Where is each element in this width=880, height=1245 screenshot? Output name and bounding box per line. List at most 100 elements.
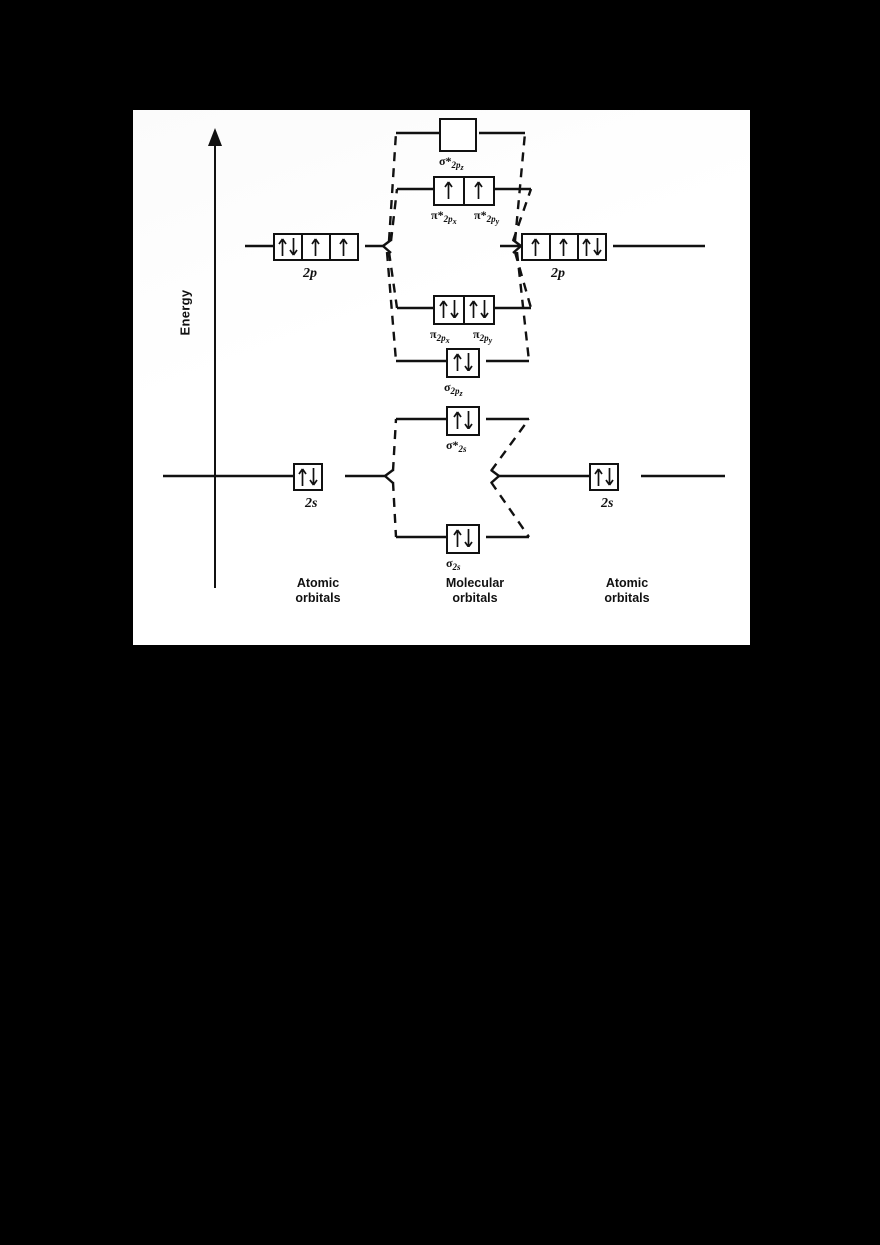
sigma-star-2s-symbol: σ* — [446, 438, 459, 452]
right-2s-orbital-boxes[interactable] — [589, 463, 619, 491]
sigma-2s-sub: 2s — [452, 562, 461, 572]
corr-left2p-pi — [387, 251, 399, 309]
pi-star-2px-sub: 2p — [443, 214, 453, 224]
corr-right2s-sigma2s — [490, 481, 530, 538]
right-2s-cell-1[interactable] — [591, 465, 617, 489]
corr-left2s-sigma2s — [391, 481, 398, 538]
sigma-2pz-label: σ2pz — [444, 380, 463, 398]
electron-up-arrow-icon — [311, 238, 320, 256]
pi-2px-symbol: π — [430, 327, 437, 341]
pi-star-2p-boxes[interactable] — [433, 176, 495, 206]
sigma-2s-label: σ2s — [446, 556, 461, 572]
left-2p-cell-1[interactable] — [275, 235, 303, 259]
pi-2px-sub: 2p — [436, 333, 446, 343]
left-2p-orbital-boxes[interactable] — [273, 233, 359, 261]
sigma-star-2pz-cell[interactable] — [441, 120, 475, 150]
corr-left2s-sigmastar2s — [391, 418, 398, 472]
sigma-2s-cell[interactable] — [448, 526, 478, 552]
caption-mid-line2: orbitals — [452, 591, 498, 605]
pi-2px-cell[interactable] — [435, 297, 465, 323]
electron-down-arrow-icon — [464, 529, 473, 547]
energy-axis-label: Energy — [177, 289, 193, 336]
sigma-2s-symbol: σ — [446, 556, 453, 570]
electron-down-arrow-icon — [450, 300, 459, 318]
right-2p-orbital-boxes[interactable] — [521, 233, 607, 261]
caption-molecular-orbitals: Molecular orbitals — [415, 576, 535, 606]
caption-right-line1: Atomic — [605, 576, 649, 590]
sigma-star-2pz-sub2: z — [460, 163, 464, 172]
left-2p-node — [382, 239, 392, 254]
corr-right2s-sigmastar2s — [490, 418, 530, 472]
sigma-star-2s-box[interactable] — [446, 406, 480, 436]
sigma-star-2pz-symbol: σ* — [439, 154, 452, 168]
sigma-2s-box[interactable] — [446, 524, 480, 554]
left-2p-cell-2[interactable] — [303, 235, 331, 259]
sigma-star-2s-sub: 2s — [458, 444, 467, 454]
pi-star-2px-symbol: π* — [431, 208, 444, 222]
pi-star-2py-sub: 2p — [486, 214, 496, 224]
pi-star-2py-cell[interactable] — [465, 178, 493, 204]
right-2p-cell-2[interactable] — [551, 235, 579, 259]
pi-star-2px-cell[interactable] — [435, 178, 465, 204]
sigma-2pz-cell[interactable] — [448, 350, 478, 376]
electron-up-arrow-icon — [339, 238, 348, 256]
electron-up-arrow-icon — [469, 300, 478, 318]
left-2p-cell-3[interactable] — [331, 235, 357, 259]
sigma-2pz-symbol: σ — [444, 380, 451, 394]
corr-left2p-sigmastar2pz — [387, 132, 398, 242]
electron-down-arrow-icon — [605, 468, 614, 486]
figure-canvas: Energy — [133, 110, 750, 645]
left-2s-cell-1[interactable] — [295, 465, 321, 489]
sigma-star-2s-cell[interactable] — [448, 408, 478, 434]
mo-diagram-figure: Energy — [133, 110, 750, 645]
caption-mid-line1: Molecular — [445, 576, 505, 590]
pi-star-2px-sub2: x — [452, 217, 457, 226]
pi-2py-cell[interactable] — [465, 297, 493, 323]
pi-2px-label: π2px — [430, 327, 450, 345]
pi-2p-boxes[interactable] — [433, 295, 495, 325]
electron-up-arrow-icon — [439, 300, 448, 318]
electron-down-arrow-icon — [464, 411, 473, 429]
energy-axis-arrowhead-icon — [208, 128, 222, 146]
left-2s-orbital-boxes[interactable] — [293, 463, 323, 491]
caption-left-atomic-orbitals: Atomic orbitals — [258, 576, 378, 606]
electron-up-arrow-icon — [453, 529, 462, 547]
electron-down-arrow-icon — [464, 353, 473, 371]
right-2p-cell-1[interactable] — [523, 235, 551, 259]
caption-right-atomic-orbitals: Atomic orbitals — [567, 576, 687, 606]
right-2s-node — [490, 469, 500, 484]
sigma-star-2s-label: σ*2s — [446, 438, 467, 454]
electron-down-arrow-icon — [289, 238, 298, 256]
left-2p-label: 2p — [303, 266, 317, 281]
pi-2py-sub: 2p — [479, 333, 489, 343]
caption-right-line2: orbitals — [604, 591, 650, 605]
right-2p-node — [512, 239, 522, 254]
electron-down-arrow-icon — [593, 238, 602, 256]
electron-down-arrow-icon — [480, 300, 489, 318]
pi-star-2py-label: π*2py — [474, 208, 499, 226]
pi-2py-label: π2py — [473, 327, 492, 345]
electron-up-arrow-icon — [453, 411, 462, 429]
electron-down-arrow-icon — [309, 468, 318, 486]
sigma-2pz-box[interactable] — [446, 348, 480, 378]
left-2s-node — [384, 469, 394, 484]
sigma-star-2pz-box[interactable] — [439, 118, 477, 152]
energy-axis-line — [214, 138, 216, 588]
electron-up-arrow-icon — [474, 181, 483, 199]
electron-up-arrow-icon — [298, 468, 307, 486]
pi-star-2py-sub2: y — [495, 217, 500, 226]
right-2p-label: 2p — [551, 266, 565, 281]
electron-up-arrow-icon — [453, 353, 462, 371]
corr-left2p-sigma2pz — [385, 251, 398, 362]
electron-up-arrow-icon — [559, 238, 568, 256]
right-2s-label: 2s — [601, 496, 614, 511]
right-2p-cell-3[interactable] — [579, 235, 605, 259]
left-2s-label: 2s — [305, 496, 318, 511]
sigma-2pz-sub: 2p — [450, 386, 460, 396]
pi-star-2py-symbol: π* — [474, 208, 487, 222]
corr-right2p-sigma2pz — [515, 251, 531, 362]
electron-up-arrow-icon — [582, 238, 591, 256]
pi-2px-sub2: x — [445, 336, 450, 345]
sigma-star-2pz-label: σ*2pz — [439, 154, 464, 172]
